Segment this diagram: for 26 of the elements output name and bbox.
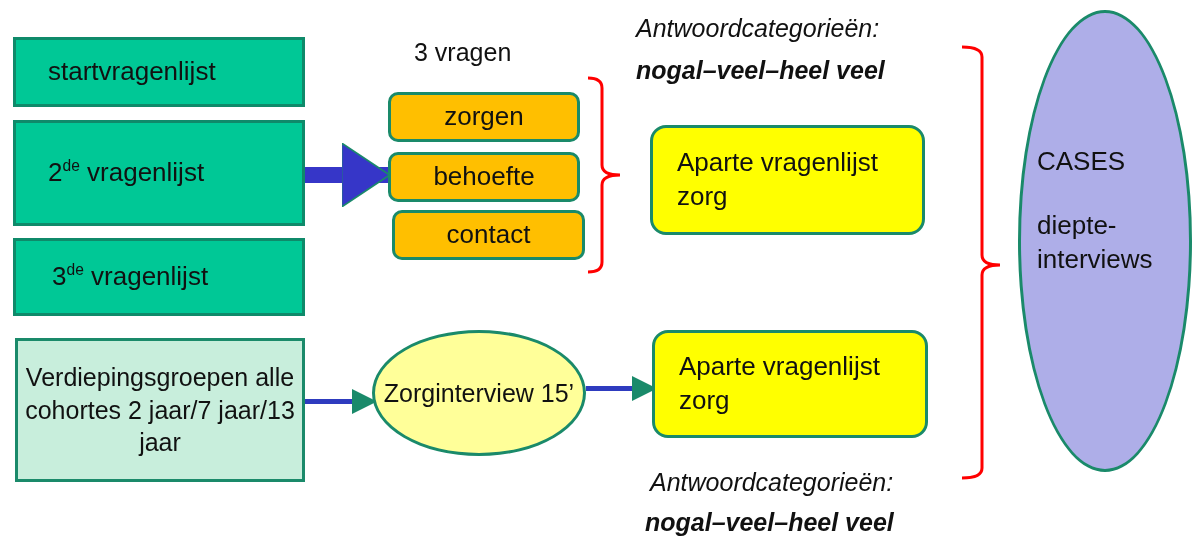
group-label: 3 vragen	[414, 38, 512, 67]
process-box	[392, 210, 585, 260]
process-box	[13, 238, 305, 316]
process-box	[652, 330, 928, 438]
node-text: diepte- interviews	[1037, 209, 1154, 276]
process-box	[388, 92, 580, 142]
process-box	[650, 125, 925, 235]
node-text: 3$^{de}$ vragenlijst	[52, 260, 209, 294]
node-text: zorgen	[444, 100, 524, 134]
answer-categories-text: Antwoordcategorieën:	[650, 468, 894, 497]
answer-categories-text: Antwoordcategorieën:	[636, 14, 880, 43]
answer-categories-text: nogal–veel–heel veel	[645, 508, 894, 537]
node-text: Zorginterview 15’	[383, 377, 575, 409]
node-text: Aparte vragenlijst zorg	[677, 146, 879, 213]
process-box	[388, 152, 580, 202]
node-text: Verdiepingsgroepen alle cohortes 2 jaar/7 jaar/13 jaar	[24, 362, 296, 459]
node-text: 2$^{de}$ vragenlijst	[48, 156, 205, 190]
process-box	[13, 37, 305, 107]
node-text: contact	[446, 218, 531, 252]
node-text: Aparte vragenlijst zorg	[679, 350, 881, 417]
process-box	[15, 338, 305, 482]
answer-categories-text: nogal–veel–heel veel	[636, 56, 885, 85]
node-text: CASES	[1037, 145, 1126, 179]
node-text: startvragenlijst	[48, 55, 216, 89]
process-box	[13, 120, 305, 226]
node-text: behoefte	[433, 160, 535, 194]
